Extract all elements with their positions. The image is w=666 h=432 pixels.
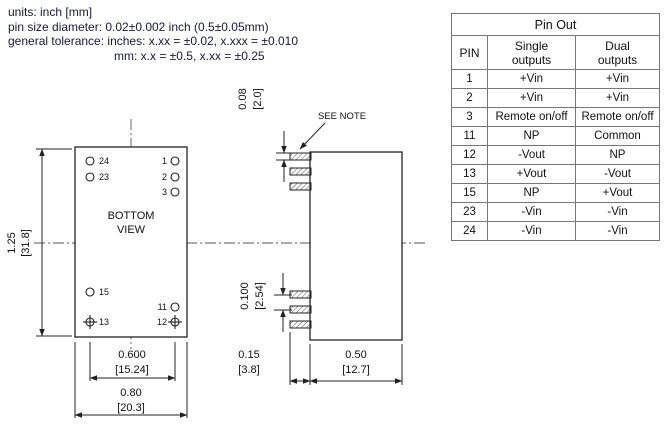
pin-13-label: 13 <box>99 317 109 327</box>
pin-11-label: 11 <box>158 302 167 312</box>
dual-cell: +Vin <box>575 88 660 108</box>
dual-cell: NP <box>575 145 660 165</box>
pin-15-label: 15 <box>99 287 109 297</box>
pin-12-label: 12 <box>157 317 167 327</box>
pin-24-label: 24 <box>99 156 109 166</box>
side-pin-bottom-1 <box>289 290 312 299</box>
pin-1-circle <box>170 156 180 166</box>
bottom-view-pin-labels: 24 23 1 2 3 15 13 11 12 <box>99 156 167 327</box>
dual-cell: +Vout <box>575 183 660 203</box>
dim-pin-pitch-inch: 0.100 <box>239 282 251 310</box>
dim-pin-span-inch: 0.600 <box>118 349 146 361</box>
bottom-view-drawing: 24 23 1 2 3 15 13 11 12 BOTTOM VIEW <box>74 146 188 338</box>
pin-13-crosshair <box>83 315 97 329</box>
pinout-row: 2+Vin+Vin <box>451 88 660 108</box>
dim-pin-standoff-inch: 0.08 <box>237 88 249 109</box>
single-cell: -Vin <box>487 221 576 241</box>
bottom-view-title-line2: VIEW <box>117 224 146 236</box>
pin-2-circle <box>170 172 180 182</box>
see-note-label: SEE NOTE <box>318 111 366 122</box>
dimension-pin-length-and-depth <box>289 332 403 385</box>
dim-body-width-mm: [20.3] <box>117 402 145 414</box>
dual-cell: -Vin <box>575 221 660 241</box>
dimension-body-width <box>74 342 188 418</box>
pinout-row: 13+Vout-Vout <box>451 164 660 184</box>
dim-body-depth-mm: [12.7] <box>342 364 370 376</box>
pin-cell: 24 <box>451 221 488 241</box>
drawing-notes: units: inch [mm] pin size diameter: 0.02… <box>8 5 298 63</box>
pin-3-circle <box>170 187 180 197</box>
pin-cell: 12 <box>451 145 488 165</box>
side-pin-bottom-2 <box>289 305 312 314</box>
bottom-view-pins <box>83 156 182 329</box>
dim-pin-pitch-mm: [2.54] <box>254 282 266 310</box>
dimension-pin-span <box>89 342 176 381</box>
dim-pin-standoff-mm: [2.0] <box>252 88 264 109</box>
pin-cell: 13 <box>451 164 488 184</box>
dimension-pin-pitch <box>274 273 292 332</box>
dim-pin-length-mm: [3.8] <box>238 364 259 376</box>
pin-12-crosshair <box>168 315 182 329</box>
dual-cell: Remote on/off <box>575 107 660 127</box>
dim-height-mm: [31.8] <box>20 229 32 257</box>
pin-2-label: 2 <box>162 172 167 182</box>
column-header-single-outputs: Single outputs <box>487 35 576 70</box>
note-general-tolerance: general tolerance: inches: x.xx = ±0.02,… <box>8 34 298 48</box>
pin-23-circle <box>85 172 95 182</box>
dim-pin-span-mm: [15.24] <box>115 364 149 376</box>
note-tolerance-mm: mm: x.x = ±0.5, x.xx = ±0.25 <box>114 48 265 63</box>
side-pin-bottom-3 <box>289 320 312 329</box>
dimension-pin-standoff <box>276 131 292 182</box>
dim-body-depth-inch: 0.50 <box>345 349 366 361</box>
pinout-row: 1+Vin+Vin <box>451 69 660 89</box>
pin-1-label: 1 <box>162 156 167 166</box>
side-view-pins <box>289 152 312 329</box>
side-pin-top-2 <box>289 167 312 176</box>
side-view-drawing <box>289 151 403 341</box>
pinout-table: Pin Out PIN Single outputs Dual outputs … <box>451 13 660 241</box>
dim-body-width-inch: 0.80 <box>120 387 141 399</box>
pinout-row: 24-Vin-Vin <box>451 221 660 241</box>
pin-23-label: 23 <box>99 172 109 182</box>
pin-11-circle <box>170 302 180 312</box>
side-pin-top-1 <box>289 152 312 161</box>
pinout-table-title: Pin Out <box>451 13 660 36</box>
pin-3-label: 3 <box>162 187 167 197</box>
side-view-outline <box>309 151 403 341</box>
pin-24-circle <box>85 156 95 166</box>
dim-height-inch: 1.25 <box>6 232 18 253</box>
dual-cell: -Vout <box>575 164 660 184</box>
note-pin-size: pin size diameter: 0.02±0.002 inch (0.5±… <box>8 19 269 34</box>
dim-pin-length-inch: 0.15 <box>238 349 259 361</box>
bottom-view-outline <box>74 146 188 338</box>
side-pin-top-3 <box>289 182 312 191</box>
see-note-leader-arrow <box>299 122 326 150</box>
note-units: units: inch [mm] <box>8 5 93 19</box>
dimension-body-height <box>36 148 72 337</box>
bottom-view-title-line1: BOTTOM <box>108 210 155 222</box>
pin-15-circle <box>85 287 95 297</box>
